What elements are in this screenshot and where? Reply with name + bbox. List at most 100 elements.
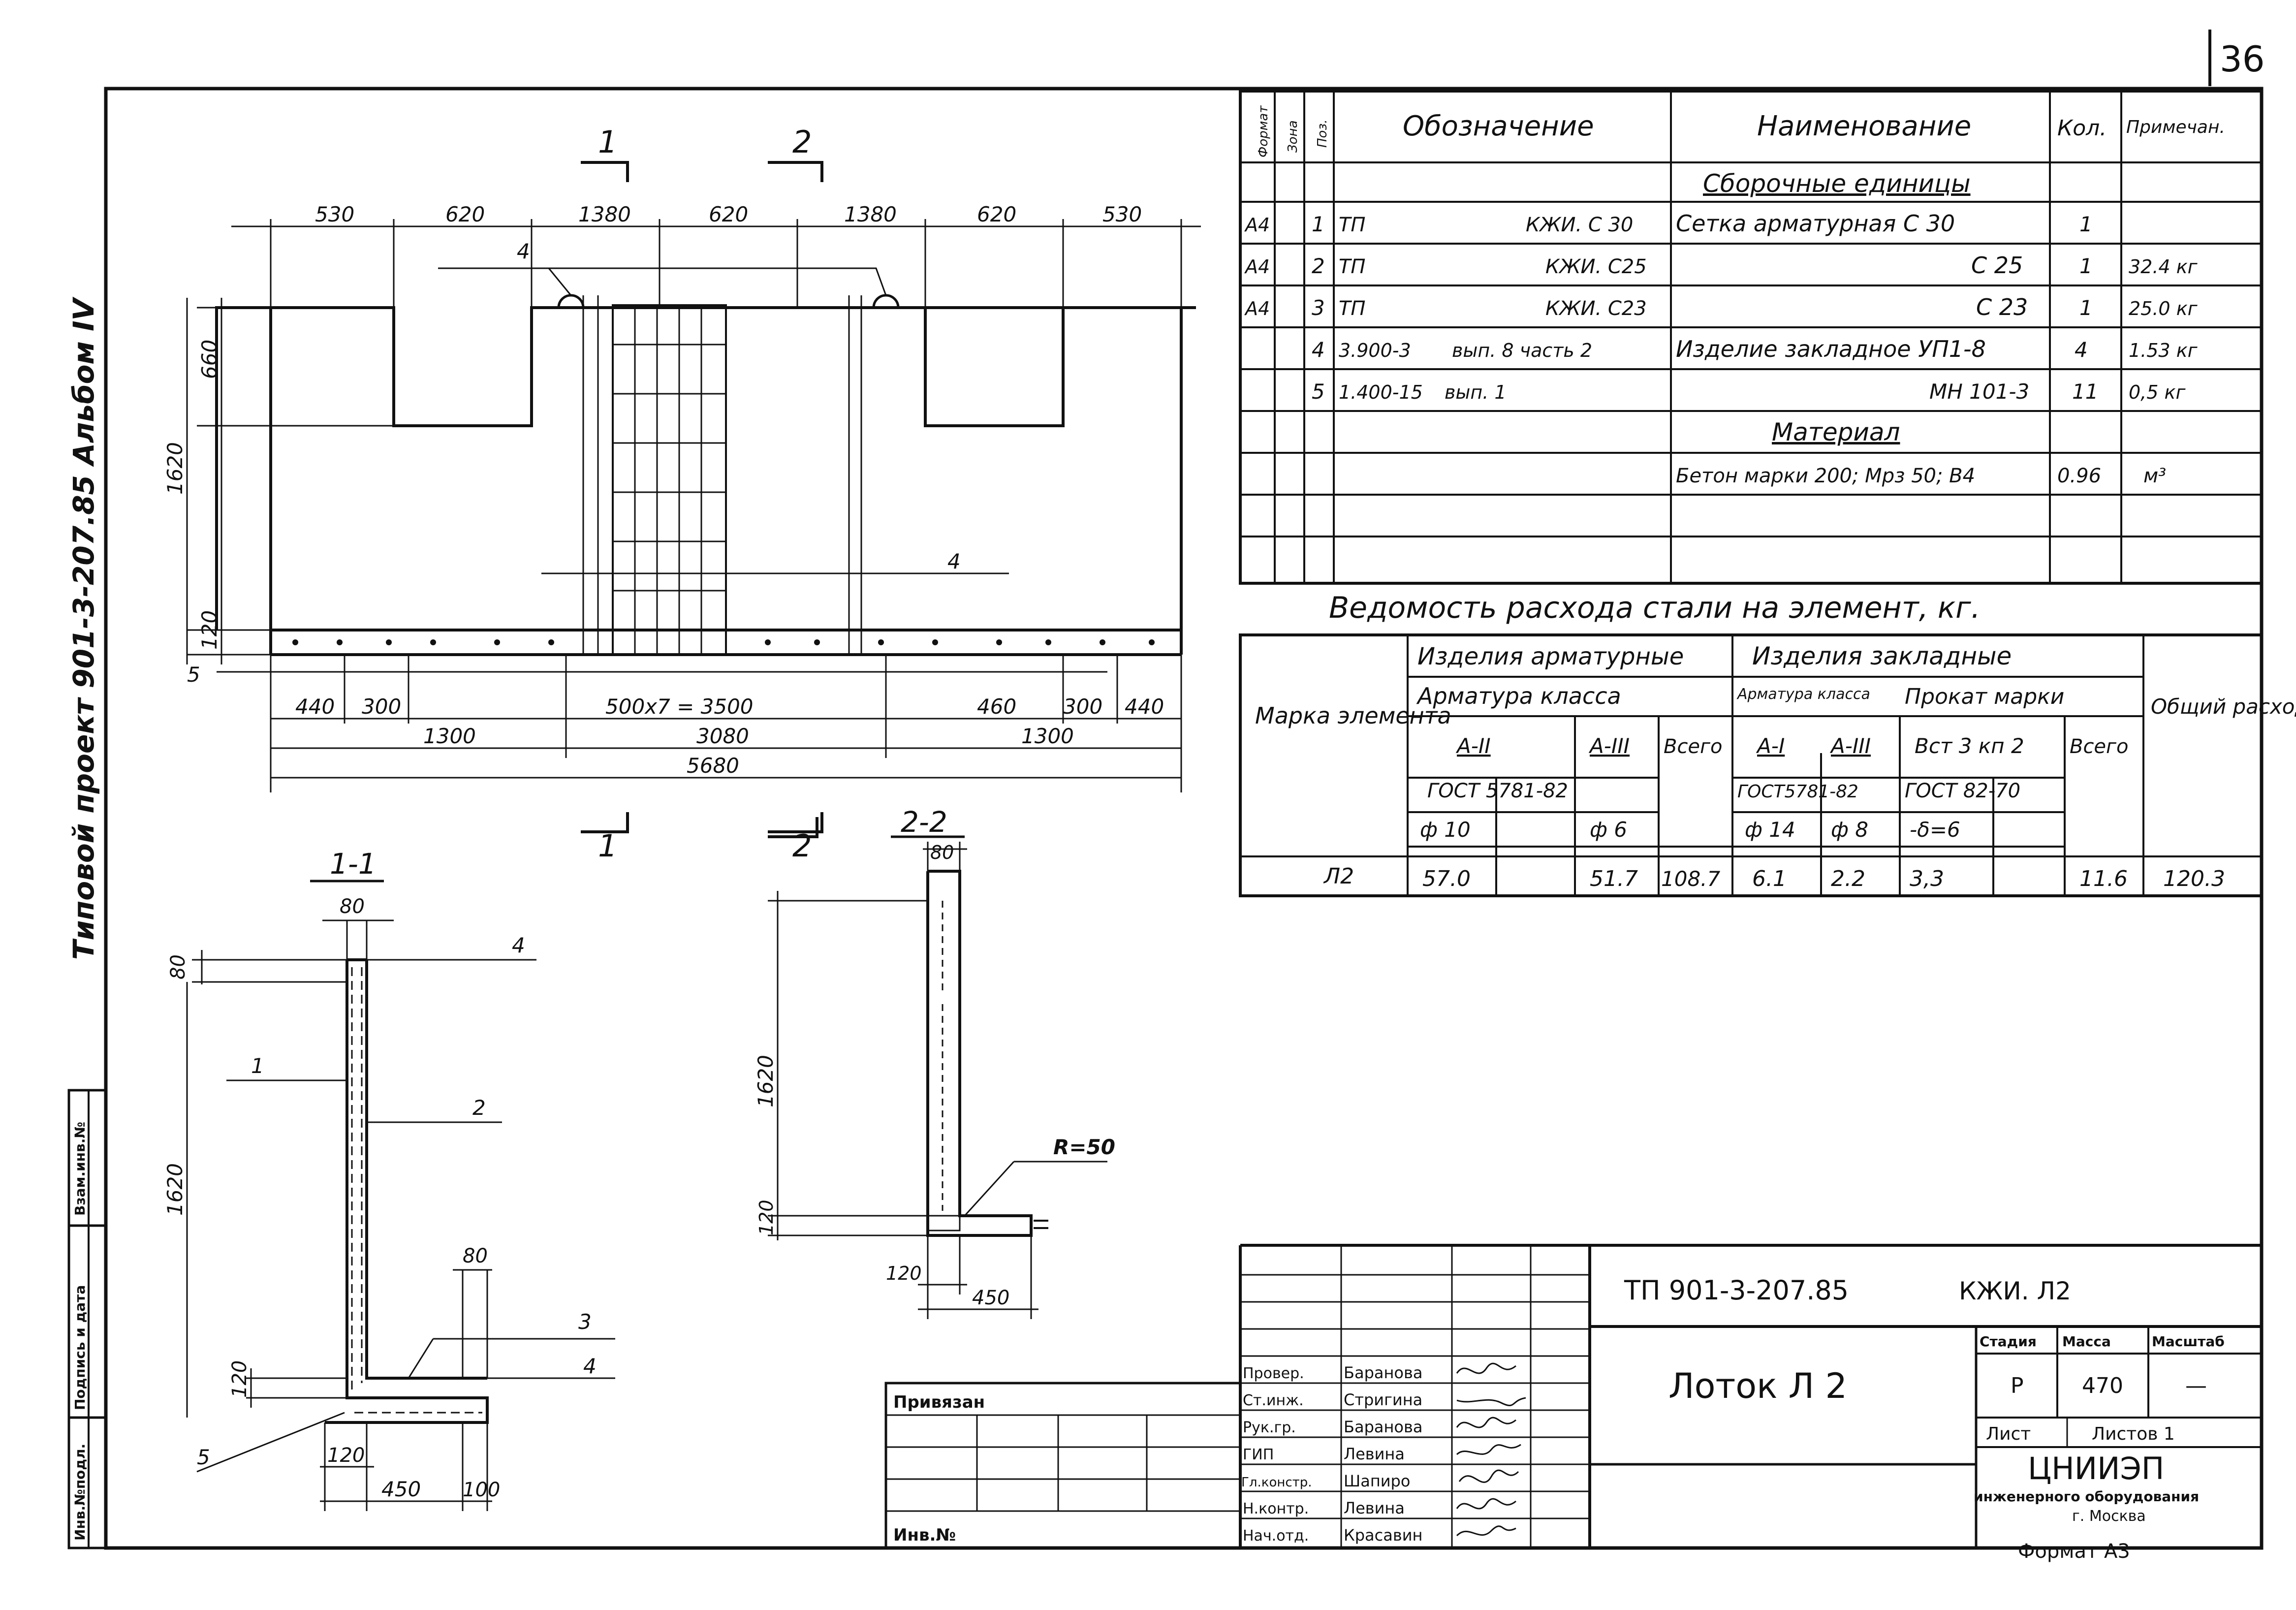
- mass-value: 470: [2082, 1373, 2123, 1398]
- spec-qty: 11: [2072, 379, 2098, 404]
- leader-label: 4: [947, 549, 961, 573]
- leader-label: 5: [187, 663, 200, 687]
- dim-label: 1620: [163, 1163, 187, 1216]
- dim-label: 1620: [163, 442, 187, 495]
- steel-header: Изделия арматурные: [1417, 643, 1684, 670]
- steel-header: Всего: [1664, 735, 1723, 758]
- section-title: 1-1: [330, 847, 377, 881]
- spec-code: ТП: [1339, 255, 1366, 278]
- steel-diam: ф 6: [1590, 818, 1627, 842]
- stage-value: Р: [2011, 1373, 2024, 1398]
- steel-diam: ф 14: [1745, 818, 1795, 842]
- plan-view: [186, 161, 1201, 833]
- dim-label: 80: [463, 1245, 488, 1267]
- spec-note: 25.0 кг: [2129, 298, 2198, 319]
- spec-code: КЖИ. С 30: [1526, 214, 1633, 236]
- dim-label: 3080: [696, 724, 749, 748]
- section-mark: 2: [792, 828, 812, 864]
- title-block-text: ТП 901-3-207.85 КЖИ. Л2 Лоток Л 2 Стадия…: [893, 1275, 2225, 1563]
- leader-label: 5: [197, 1445, 210, 1469]
- steel-gost: ГОСТ 82-70: [1905, 780, 2020, 802]
- scale-header: Масштаб: [2152, 1333, 2225, 1350]
- mass-header: Масса: [2062, 1333, 2111, 1350]
- plan-labels: 1 2 1 2 530 620 1380 620 1380 620 530 66…: [163, 124, 1164, 864]
- spec-code: КЖИ. С25: [1545, 255, 1647, 278]
- spec-pos: 3: [1312, 296, 1325, 320]
- spec-header: Примечан.: [2126, 117, 2225, 137]
- steel-diam: -δ=6: [1910, 818, 1960, 842]
- steel-value: Л2: [1323, 864, 1354, 889]
- steel-class: Вст 3 кп 2: [1915, 734, 2024, 758]
- spec-pos: 1: [1312, 212, 1325, 236]
- dim-label: 450: [972, 1287, 1009, 1309]
- steel-value: 2.2: [1831, 866, 1865, 891]
- dim-label: 460: [977, 695, 1016, 719]
- spec-name: Изделие закладное УП1-8: [1676, 336, 1986, 362]
- dim-label: 300: [362, 695, 401, 719]
- spec-table: [1239, 90, 2263, 585]
- steel-diam: ф 10: [1420, 818, 1471, 842]
- steel-value: 51.7: [1590, 866, 1638, 891]
- dim-label: 120: [755, 1200, 777, 1235]
- dim-label: 1300: [1021, 724, 1074, 748]
- dim-label: 1380: [844, 202, 897, 226]
- spec-name: Бетон марки 200; Мрз 50; В4: [1676, 465, 1975, 487]
- spec-code: ТП: [1339, 214, 1366, 236]
- dim-label: 530: [315, 202, 354, 226]
- spec-section: Сборочные единицы: [1703, 169, 1971, 198]
- section-mark: 1: [598, 124, 617, 160]
- leader-label: 3: [578, 1310, 592, 1334]
- spec-code: КЖИ. С23: [1545, 297, 1647, 320]
- person-name: Шапиро: [1344, 1472, 1410, 1490]
- role-label: ГИП: [1243, 1446, 1274, 1463]
- leader-label: 1: [251, 1054, 264, 1078]
- org-line: г. Москва: [2072, 1508, 2146, 1525]
- dim-label: 620: [977, 202, 1016, 226]
- doc-mark: КЖИ. Л2: [1959, 1277, 2071, 1305]
- dim-label: 450: [381, 1477, 421, 1501]
- sheet-number: 36: [2220, 38, 2265, 80]
- steel-class: А-III: [1829, 734, 1871, 758]
- steel-gost: ГОСТ 5781-82: [1427, 780, 1568, 802]
- spec-qty: 4: [2075, 338, 2088, 362]
- steel-class: А-I: [1756, 734, 1785, 758]
- steel-header: Всего: [2070, 735, 2129, 758]
- dim-label: 80: [930, 842, 954, 863]
- steel-header: Марка элемента: [1255, 702, 1451, 729]
- radius-label: R=50: [1053, 1135, 1115, 1159]
- org-name: ЦНИИЭП: [2028, 1451, 2164, 1486]
- role-label: Рук.гр.: [1243, 1419, 1296, 1436]
- steel-header: Общий расход: [2151, 695, 2296, 719]
- spec-header: Обозначение: [1403, 110, 1594, 142]
- spec-header: Кол.: [2057, 116, 2107, 141]
- spec-name: С 23: [1976, 294, 2028, 320]
- dim-label: 620: [445, 202, 485, 226]
- steel-value: 120.3: [2163, 866, 2225, 891]
- spec-header: Наименование: [1757, 110, 1971, 142]
- steel-class: А-II: [1455, 734, 1491, 758]
- spec-pos: 2: [1312, 254, 1325, 278]
- steel-table: [1239, 633, 2263, 897]
- steel-value: 108.7: [1661, 867, 1721, 891]
- steel-class: А-III: [1588, 734, 1630, 758]
- spec-name: Сетка арматурная С 30: [1676, 210, 1955, 237]
- inv-label: Инв.№: [893, 1525, 956, 1545]
- section-mark: 1: [598, 828, 617, 864]
- role-label: Н.контр.: [1243, 1500, 1309, 1517]
- steel-value: 3,3: [1910, 866, 1944, 891]
- dim-label: 80: [340, 895, 365, 918]
- steel-diam: ф 8: [1831, 818, 1868, 842]
- dim-label: 530: [1102, 202, 1142, 226]
- dim-label: 300: [1063, 695, 1102, 719]
- steel-header: Изделия закладные: [1752, 642, 2012, 670]
- spec-pos: 5: [1312, 379, 1325, 404]
- stage-header: Стадия: [1980, 1333, 2037, 1350]
- format-label: Формат А3: [2018, 1540, 2130, 1563]
- bound-label: Привязан: [893, 1392, 985, 1412]
- steel-value: 57.0: [1422, 866, 1471, 891]
- spec-code: 1.400-15: [1339, 381, 1423, 403]
- spec-format: А4: [1244, 256, 1270, 278]
- steel-value: 6.1: [1752, 866, 1787, 891]
- scale-value: —: [2185, 1373, 2207, 1398]
- role-label: Нач.отд.: [1243, 1527, 1309, 1545]
